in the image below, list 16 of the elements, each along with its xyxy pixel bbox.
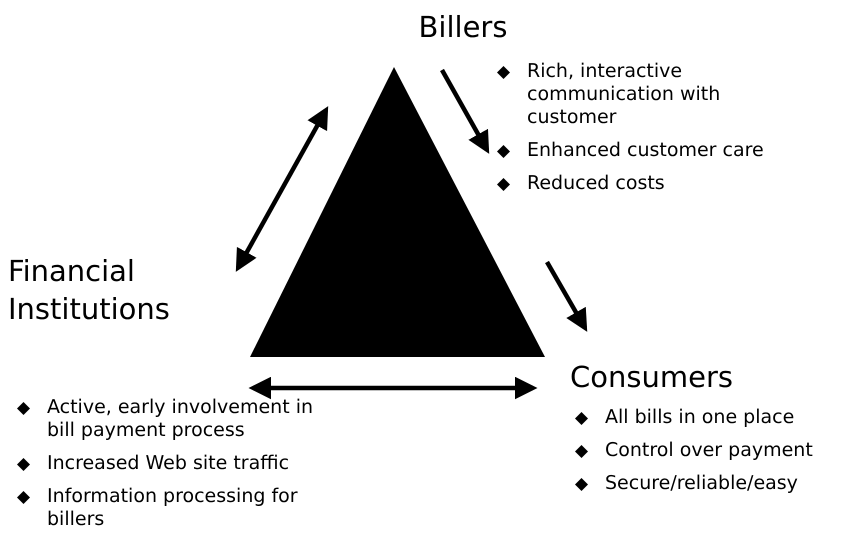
group-heading: Financial Institutions (8, 252, 253, 328)
bullet-text: Information processing for billers (47, 485, 298, 530)
bullet-text: Control over payment (605, 439, 813, 461)
arrow (440, 68, 490, 154)
arrow (545, 260, 588, 332)
group-heading: Consumers (570, 358, 780, 396)
bullet-text: Secure/reliable/easy (605, 472, 798, 494)
bullet-text: Increased Web site traffic (47, 452, 290, 474)
bullet-text: Reduced costs (527, 172, 665, 194)
bullet-text: Rich, interactive communication with customer (527, 60, 720, 128)
arrow (236, 106, 328, 272)
bullet-text: Enhanced customer care (527, 139, 764, 161)
bullet-text: Active, early involvement in bill payment process (47, 396, 314, 441)
bullet-text: All bills in one place (605, 406, 794, 428)
group-heading: Billers (340, 8, 586, 46)
arrow (248, 376, 538, 400)
